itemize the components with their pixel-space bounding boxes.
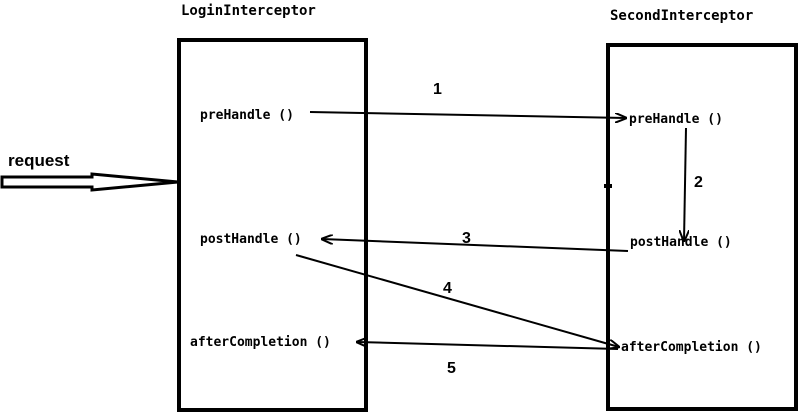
request-label: request [8, 151, 70, 170]
step-1-arrow [309, 111, 626, 118]
second-aftercompletion-label: afterCompletion () [621, 340, 762, 355]
second-interceptor-box [606, 43, 798, 411]
step-1-label: 1 [433, 81, 442, 98]
step-5-label: 5 [447, 360, 456, 377]
step-2-arrow [684, 127, 686, 241]
step-2-label: 2 [694, 174, 703, 191]
second-posthandle-label: postHandle () [630, 235, 732, 250]
step-5-arrow [357, 342, 619, 350]
second-interceptor-title: SecondInterceptor [610, 8, 753, 24]
login-posthandle-label: postHandle () [200, 232, 302, 247]
login-interceptor-box [177, 38, 368, 412]
second-prehandle-label: preHandle () [629, 112, 723, 127]
login-interceptor-title: LoginInterceptor [181, 3, 316, 19]
request-arrow [0, 172, 179, 192]
login-aftercompletion-label: afterCompletion () [190, 335, 331, 350]
step-4-arrow [295, 254, 619, 347]
box-tick-mark [604, 184, 612, 188]
step-4-label: 4 [443, 280, 452, 297]
step-3-arrow [322, 239, 629, 252]
step-3-label: 3 [462, 230, 471, 247]
login-prehandle-label: preHandle () [200, 108, 294, 123]
